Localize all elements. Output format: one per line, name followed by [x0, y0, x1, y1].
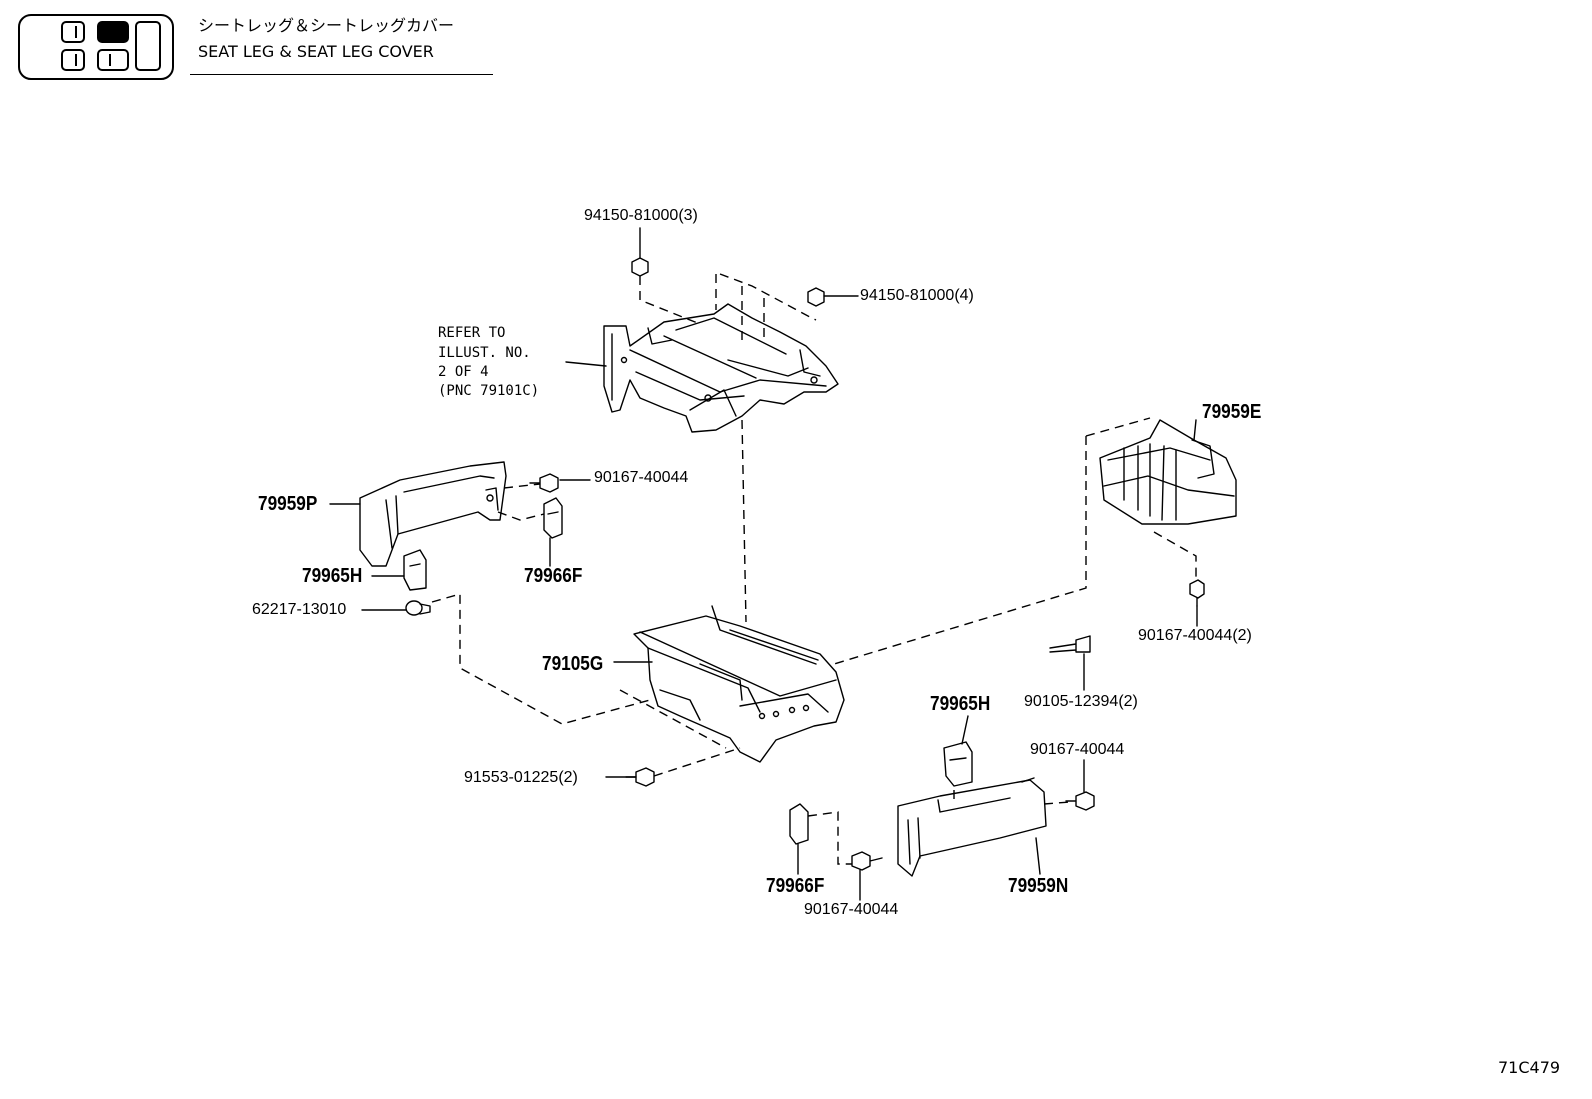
seat-locator-icon	[18, 14, 174, 80]
upper-seat-frame-reference	[603, 303, 839, 433]
cover-79959P-shape	[359, 461, 507, 567]
alignment-dashes	[431, 273, 1197, 865]
callout-94150-81000-4[interactable]: 94150-81000(4)	[860, 287, 974, 304]
cover-79959N-shape	[897, 777, 1047, 877]
callout-90167-40044-2[interactable]: 90167-40044(2)	[1138, 627, 1252, 644]
callout-91553-01225-2[interactable]: 91553-01225(2)	[464, 769, 578, 786]
callout-94150-81000-3[interactable]: 94150-81000(3)	[584, 207, 698, 224]
cover-79959E-shape	[1099, 419, 1237, 525]
figure-id: 71C479	[1498, 1058, 1561, 1077]
refer-note-line3: 2 OF 4	[438, 364, 489, 380]
callout-90167-40044-right[interactable]: 90167-40044	[1030, 741, 1125, 758]
callout-79966F-right[interactable]: 79966F	[766, 875, 825, 897]
refer-note-line1: REFER TO	[438, 325, 506, 341]
clip-79966F-right-shape	[789, 803, 809, 845]
callout-79105G[interactable]: 79105G	[542, 653, 604, 675]
callout-90167-40044-upper[interactable]: 90167-40044	[594, 469, 689, 486]
title-english: SEAT LEG & SEAT LEG COVER	[198, 42, 434, 61]
callout-62217-13010[interactable]: 62217-13010	[252, 601, 347, 618]
callout-79966F-left[interactable]: 79966F	[524, 565, 583, 587]
callout-79965H-right[interactable]: 79965H	[930, 693, 991, 715]
leader-lines	[329, 227, 1198, 901]
clip-79965H-left-shape	[403, 549, 427, 591]
refer-note-line2: ILLUST. NO.	[438, 345, 531, 361]
clip-62217-shape	[405, 600, 431, 616]
callout-90167-40044-bottom[interactable]: 90167-40044	[804, 901, 899, 918]
callout-79959E[interactable]: 79959E	[1202, 401, 1262, 423]
callout-79965H-left[interactable]: 79965H	[302, 565, 363, 587]
seat-leg-79105G-shape	[633, 605, 845, 763]
callout-79959P[interactable]: 79959P	[258, 493, 318, 515]
callout-90105-12394-2[interactable]: 90105-12394(2)	[1024, 693, 1138, 710]
title-japanese: シートレッグ＆シートレッグカバー	[198, 16, 455, 35]
refer-note-line4: (PNC 79101C)	[438, 383, 540, 399]
title-underline	[190, 74, 493, 75]
clip-79966F-left-shape	[543, 497, 563, 539]
callout-79959N[interactable]: 79959N	[1008, 875, 1069, 897]
clip-79965H-right-shape	[943, 741, 973, 787]
